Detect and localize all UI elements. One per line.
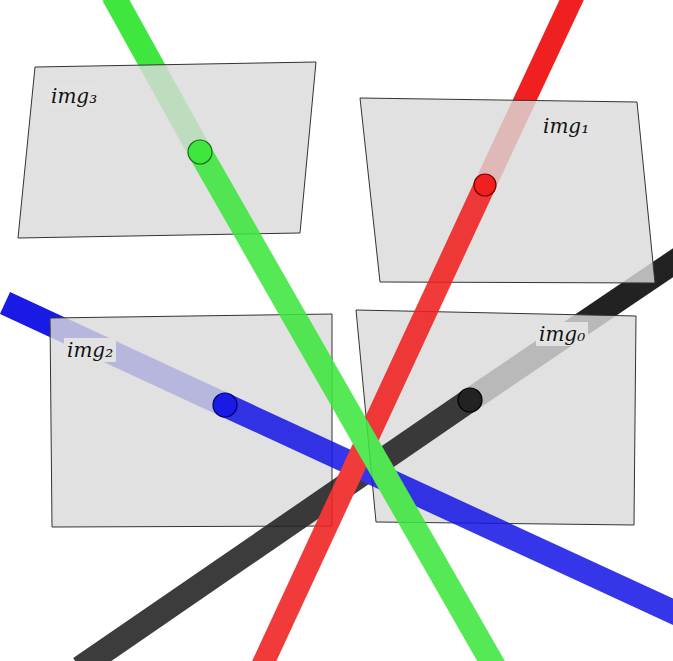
plane-label: img₂ — [64, 338, 116, 362]
ray-cap — [188, 140, 212, 164]
plane-label: img₁ — [540, 114, 592, 138]
green-ray — [200, 152, 495, 661]
plane-label: img₀ — [536, 322, 588, 346]
ray-cap — [474, 174, 496, 196]
plane-outline — [356, 310, 636, 525]
plane-label: img₃ — [48, 84, 100, 108]
plane-fill — [50, 314, 332, 527]
plane-fill — [18, 62, 316, 238]
image-plane: img₃ — [18, 62, 316, 238]
ray-cap — [213, 393, 237, 417]
ray-cap — [458, 388, 482, 412]
blue-ray — [225, 405, 673, 615]
plane-outline — [360, 98, 655, 283]
image-plane: img₀ — [356, 310, 636, 525]
black-ray — [80, 400, 470, 661]
red-ray — [261, 185, 485, 661]
plane-fill — [356, 310, 636, 525]
image-plane: img₂ — [50, 314, 332, 527]
plane-fill — [360, 98, 655, 283]
image-plane: img₁ — [360, 98, 655, 283]
